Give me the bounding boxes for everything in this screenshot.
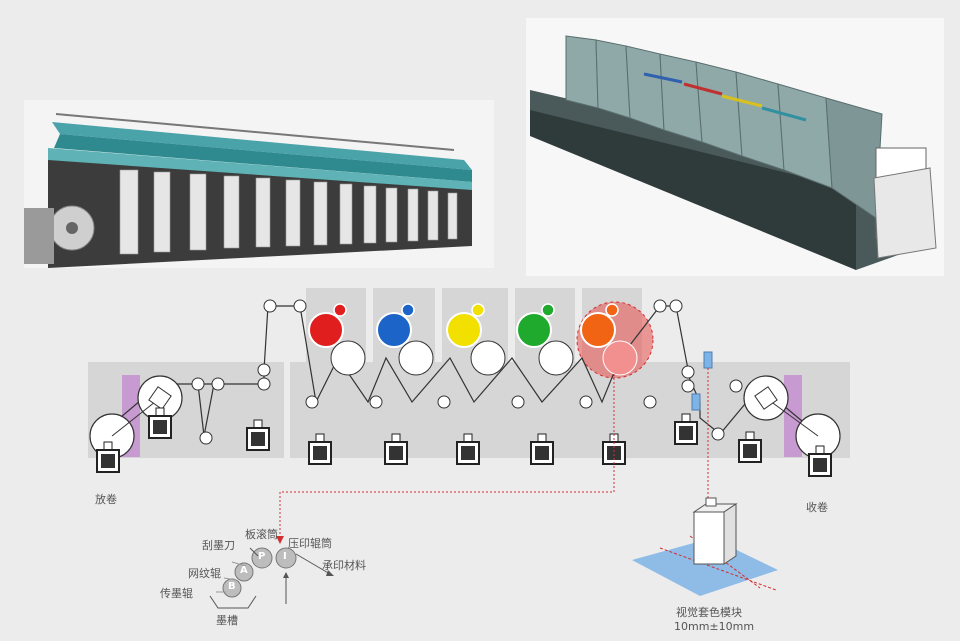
roller-a [234, 562, 254, 582]
roller-letter-i: I [283, 551, 287, 562]
station-ink-dot-5 [605, 303, 619, 317]
roller-i [275, 547, 297, 569]
anilox-roller-label: 网纹辊 [188, 567, 221, 580]
station-plate-roller-1 [308, 312, 344, 348]
vision-module-graphic [632, 497, 778, 596]
vision-spec-label: 10mm±10mm [674, 620, 755, 633]
roller-letter-a: A [240, 565, 248, 576]
station-impression-roller-3 [470, 340, 506, 376]
motor-icon [808, 445, 832, 477]
vision-module-label: 视觉套色模块 [676, 606, 742, 619]
gravure-press-photo [24, 100, 494, 268]
station-plate-roller-3 [446, 312, 482, 348]
ink-tank [209, 595, 257, 609]
rewind-label: 收卷 [806, 501, 828, 514]
motor-icon [148, 407, 172, 439]
leader-line-detail [279, 374, 615, 540]
station-plate-roller-2 [376, 312, 412, 348]
station-ink-dot-4 [541, 303, 555, 317]
station-ink-dot-1 [333, 303, 347, 317]
station-impression-roller-4 [538, 340, 574, 376]
motor-icon [96, 441, 120, 473]
roller-letter-p: P [258, 551, 266, 562]
motor-icon [674, 413, 698, 445]
plate-cylinder-label: 板滚筒 [245, 528, 278, 541]
station-ink-dot-2 [401, 303, 415, 317]
motor-icon [246, 419, 270, 451]
printing-process-diagram [88, 288, 850, 609]
station-impression-roller-1 [330, 340, 366, 376]
ink-transfer-roller-label: 传墨辊 [160, 587, 193, 600]
station-plate-roller-5 [580, 312, 616, 348]
station-ink-dot-3 [471, 303, 485, 317]
roller-p [251, 547, 273, 569]
substrate-label: 承印材料 [322, 559, 366, 572]
unwind-label: 放卷 [95, 493, 117, 506]
doctor-blade-label: 刮墨刀 [202, 539, 235, 552]
offset-press-photo [526, 18, 944, 276]
motor-icon [456, 433, 480, 465]
ink-tank-label: 墨槽 [216, 614, 238, 627]
motor-icon [530, 433, 554, 465]
impression-cylinder-label: 压印辊筒 [288, 537, 332, 550]
roller-detail-inset [209, 547, 334, 609]
roller-letter-b: B [228, 581, 236, 592]
motor-icon [738, 431, 762, 463]
station-plate-roller-4 [516, 312, 552, 348]
station-impression-roller-2 [398, 340, 434, 376]
motor-icon [384, 433, 408, 465]
station-impression-roller-5 [602, 340, 638, 376]
motor-icon [308, 433, 332, 465]
